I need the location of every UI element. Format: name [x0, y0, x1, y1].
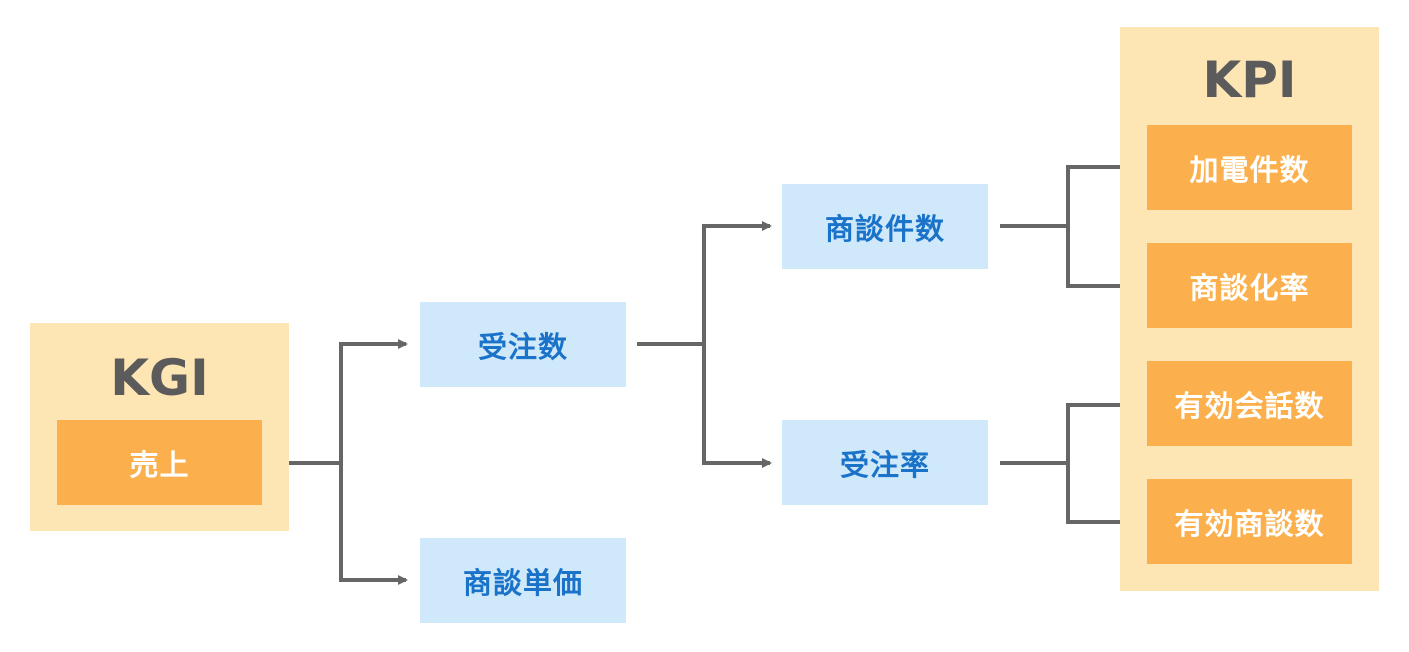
connector-kgi-to-orders: [339, 339, 408, 463]
node-orders: 受注数: [420, 302, 626, 387]
connector-orders-to-rate: [702, 344, 772, 468]
kpi-item: 有効会話数: [1147, 361, 1352, 446]
connector-rate-to-kpi4: [1066, 463, 1135, 527]
kpi-item: 有効商談数: [1147, 479, 1352, 564]
node-meetings: 商談件数: [782, 184, 988, 269]
connector-kgi-to-unit-price: [339, 463, 408, 585]
connector-meetings-to-kpi2: [1066, 226, 1135, 291]
kgi-item-sales: 売上: [57, 420, 262, 505]
connector-rate-to-kpi3: [1066, 400, 1135, 463]
node-unit-price: 商談単価: [420, 538, 626, 623]
connector-meetings-to-kpi1: [1066, 162, 1135, 226]
kpi-item: 加電件数: [1147, 125, 1352, 210]
node-order-rate: 受注率: [782, 420, 988, 505]
kpi-title: KPI: [1202, 51, 1297, 109]
kgi-title: KGI: [110, 349, 209, 407]
connector-orders-to-meetings: [702, 221, 772, 344]
kpi-item: 商談化率: [1147, 243, 1352, 328]
